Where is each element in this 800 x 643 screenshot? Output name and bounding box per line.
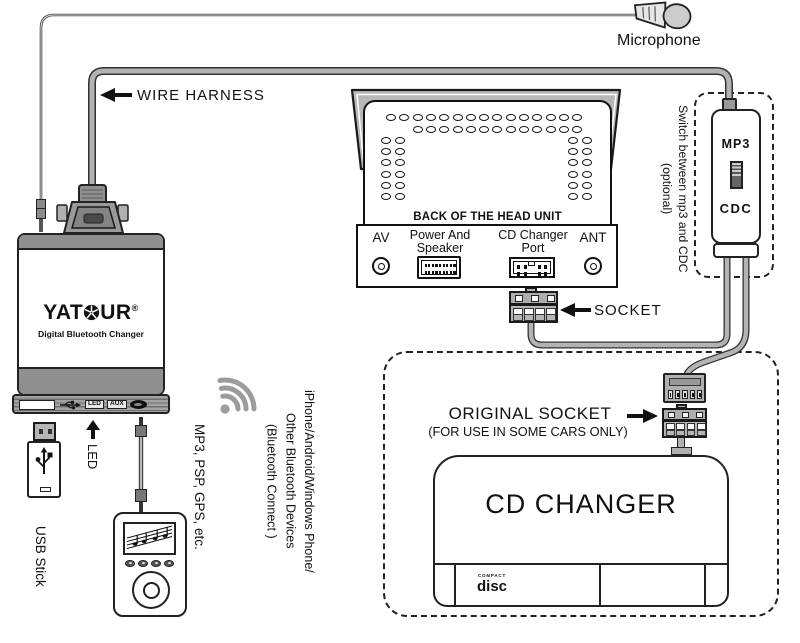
- cd-changer-box: CD CHANGER COMPACT disc: [433, 455, 729, 607]
- mp3-player: [113, 512, 187, 617]
- switch-dashed-box: [694, 92, 774, 278]
- av-label: AV: [372, 230, 390, 245]
- microphone-label: Microphone: [617, 32, 701, 49]
- original-socket-label: ORIGINAL SOCKET: [448, 404, 612, 423]
- switch-cdc-label: CDC: [719, 201, 753, 216]
- click-wheel: [132, 571, 170, 609]
- bluetooth-label-line1: iPhone/Android/Windows Phone/: [302, 389, 316, 573]
- ant-label: ANT: [579, 230, 607, 245]
- microphone-icon: [633, 1, 692, 30]
- yatour-brand-right: UR: [100, 301, 132, 324]
- switch-note-line1: Switch between mp3 and CDC: [676, 105, 690, 273]
- aux-plug-bottom-tip: [139, 502, 143, 512]
- disc-tray: COMPACT disc: [454, 563, 706, 607]
- switch-note-line2: (optional): [660, 163, 675, 215]
- head-unit-title: BACK OF THE HEAD UNIT: [413, 211, 562, 223]
- mp3-player-buttons: [125, 560, 179, 568]
- cd-area-dashed-box: [383, 351, 779, 617]
- usb-symbol-icon: [60, 400, 81, 409]
- usb-stick-plug: [33, 422, 56, 441]
- compact-disc-logo: COMPACT disc: [468, 573, 516, 595]
- original-socket-body: [662, 420, 707, 438]
- db-connector: [56, 184, 129, 234]
- aux-plug-top-tip: [139, 417, 143, 426]
- usb-port-slot: [19, 399, 55, 410]
- bluetooth-label-line2: Other Bluetooth Devices: [283, 413, 298, 549]
- switch-slider: [730, 161, 743, 189]
- mp3-cdc-switch-device: MP3 CDC: [711, 109, 761, 244]
- compact-disc-logo-top: COMPACT: [477, 573, 506, 578]
- usb-stick-body: [27, 441, 61, 498]
- power-speaker-connector: [417, 256, 461, 279]
- cd-port-label-line2: Port: [521, 241, 545, 255]
- switch-mp3-label: MP3: [721, 137, 751, 151]
- led-arrow-icon: [86, 420, 100, 439]
- microphone-plug: [36, 199, 46, 219]
- aux-port-chip: AUX: [107, 400, 127, 409]
- yatour-base: LED AUX: [12, 394, 170, 414]
- power-speaker-label-line2: Speaker: [416, 241, 464, 255]
- switch-note: Switch between mp3 and CDC (optional): [648, 90, 690, 288]
- head-unit-front-panel: AV Power And Speaker CD Changer Port ANT: [356, 224, 618, 288]
- cd-changer-port-connector: [509, 257, 555, 278]
- socket-connector-body: [509, 304, 558, 323]
- original-socket-plug: [663, 373, 706, 403]
- microphone-plug-tip: [39, 219, 43, 232]
- original-socket-note: (FOR USE IN SOME CARS ONLY): [428, 424, 628, 439]
- aux-plug-top: [135, 425, 147, 437]
- led-label: LED: [85, 444, 100, 470]
- wire-harness-arrow-icon: [100, 88, 132, 102]
- head-unit-vent-panel: BACK OF THE HEAD UNIT: [363, 100, 612, 226]
- yatour-brand-reg: ®: [131, 303, 139, 313]
- yatour-device: YAT UR® Digital Bluetooth Changer: [17, 233, 165, 396]
- power-speaker-label-line1: Power And: [409, 228, 471, 242]
- cd-changer-title: CD CHANGER: [485, 489, 677, 519]
- aux-plug-bottom: [135, 489, 147, 502]
- original-socket-arrow-icon: [627, 409, 658, 423]
- socket-arrow-icon: [560, 303, 591, 317]
- usb-stick-label: USB Stick: [33, 526, 48, 587]
- bluetooth-label-line3: (Bluetooth Connect ): [264, 423, 279, 539]
- cd-port-label-line1: CD Changer: [498, 228, 568, 242]
- socket-label: SOCKET: [594, 302, 662, 319]
- bluetooth-devices-label: iPhone/Android/Windows Phone/ Other Blue…: [256, 360, 318, 602]
- original-socket-collar: [671, 447, 692, 455]
- ant-jack: [584, 257, 602, 275]
- yatour-subtitle: Digital Bluetooth Changer: [38, 329, 144, 339]
- wire-harness-label: WIRE HARNESS: [137, 87, 265, 104]
- yatour-brand-left: YAT: [43, 301, 84, 324]
- switch-bottom-cap: [713, 243, 759, 258]
- yatour-brand: YAT UR®: [19, 301, 163, 325]
- aux-jack-oval: [129, 400, 147, 409]
- yatour-wheel-icon: [84, 304, 100, 321]
- mp3-player-screen: [123, 522, 176, 555]
- switch-plug-cable: [682, 252, 750, 382]
- av-jack: [372, 257, 390, 275]
- usb-trident-icon: [35, 447, 53, 474]
- music-notes-icon: [126, 525, 173, 549]
- led-port-chip: LED: [85, 400, 104, 409]
- wireless-signal-icon: [217, 377, 257, 414]
- compact-disc-logo-main: disc: [476, 578, 507, 595]
- mp3-devices-label: MP3, PSP, GPS, etc.: [192, 424, 207, 550]
- socket-connector-head: [509, 291, 558, 305]
